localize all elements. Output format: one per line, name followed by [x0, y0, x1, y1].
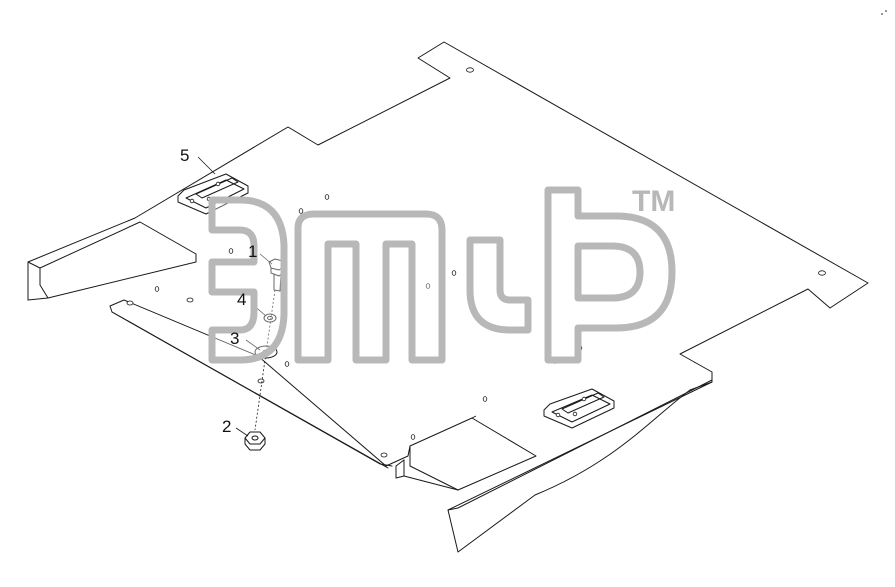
hole — [186, 297, 194, 303]
corner-marks — [881, 10, 887, 15]
bracket-hole — [572, 411, 578, 417]
plate-outline — [27, 41, 869, 553]
lock-washer-icon — [263, 313, 277, 323]
leader-3 — [245, 339, 261, 351]
mounting-holes — [126, 67, 826, 458]
hole — [154, 286, 160, 292]
trademark-mark: TM — [632, 185, 675, 218]
callout-5: 5 — [180, 146, 189, 165]
left-flange-inner — [39, 267, 49, 299]
right-rail-edge — [447, 379, 713, 511]
leader-lines — [197, 156, 273, 437]
hole — [410, 434, 416, 440]
hole — [818, 270, 826, 276]
callout-4: 4 — [237, 290, 246, 309]
left-flange — [27, 221, 197, 301]
hole — [284, 361, 290, 367]
callout-3: 3 — [230, 329, 239, 348]
fastener-stack — [244, 258, 286, 451]
hole — [228, 248, 234, 254]
callout-1: 1 — [248, 242, 257, 261]
leader-2 — [235, 427, 249, 437]
front-panel — [109, 299, 387, 467]
leader-1 — [259, 253, 273, 265]
hole — [466, 67, 474, 73]
front-notch-wall — [395, 459, 405, 479]
hole — [425, 283, 431, 289]
hole — [324, 194, 330, 200]
floor-plate — [27, 41, 869, 553]
front-notch — [385, 417, 537, 491]
hole — [298, 208, 304, 214]
plate-front-seam — [471, 415, 477, 419]
bracket-base — [543, 388, 615, 429]
hole — [451, 270, 457, 276]
callout-labels: 5 1 4 3 2 — [180, 146, 257, 436]
hole — [126, 300, 134, 306]
bracket-base — [177, 173, 249, 215]
watermark-logo: TM — [208, 185, 676, 364]
right-rail — [534, 381, 713, 496]
bracket-hole — [215, 181, 221, 187]
bracket-top — [185, 179, 245, 209]
leader-5 — [197, 156, 216, 175]
hole — [380, 452, 388, 458]
mounting-bracket-lower — [543, 388, 615, 429]
bracket-top — [551, 394, 611, 423]
hole — [257, 378, 265, 384]
bracket-hole — [581, 396, 587, 402]
bracket-hole — [189, 198, 195, 204]
callout-2: 2 — [222, 417, 231, 436]
nut-icon — [244, 431, 266, 451]
front-notch-inner — [409, 445, 459, 491]
assembly-axis — [254, 289, 276, 431]
hole — [482, 396, 488, 402]
bracket-hole — [555, 412, 561, 418]
